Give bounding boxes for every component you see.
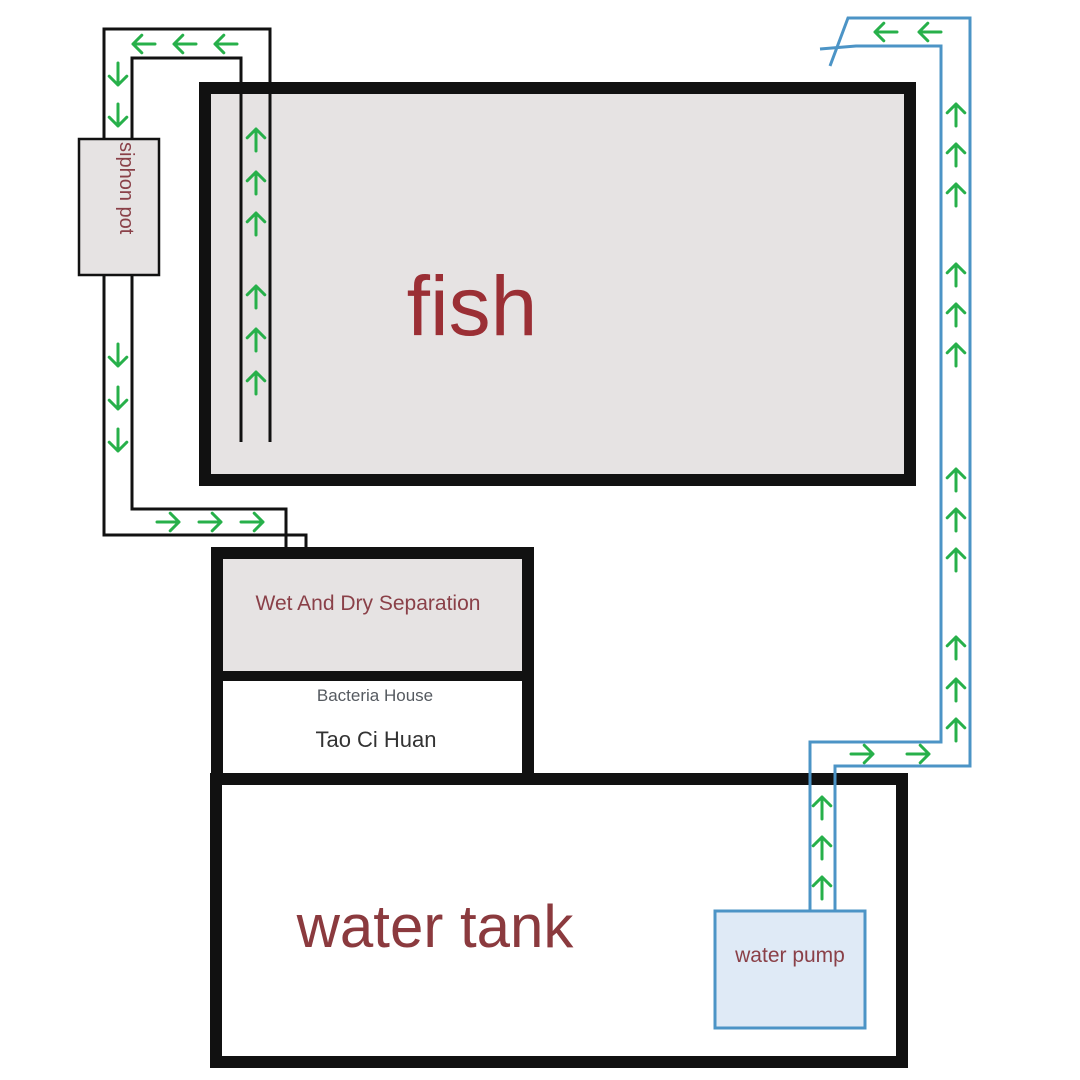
- flow-arrow-right-icon: [197, 511, 223, 533]
- flow-arrow-down-icon: [107, 385, 129, 411]
- flow-arrow-right-icon: [849, 743, 875, 765]
- flow-arrow-up-icon: [245, 327, 267, 353]
- flow-arrow-up-icon: [945, 717, 967, 743]
- flow-arrow-up-icon: [945, 547, 967, 573]
- fish-label: fish: [407, 259, 538, 353]
- flow-arrow-left-icon: [917, 21, 943, 43]
- flow-arrow-up-icon: [945, 467, 967, 493]
- flow-arrow-left-icon: [131, 33, 157, 55]
- bacteria-house-label: Bacteria House: [317, 686, 433, 705]
- siphon-pipe-inner: [130, 56, 288, 548]
- flow-arrow-up-icon: [945, 182, 967, 208]
- flow-arrow-up-icon: [811, 795, 833, 821]
- siphon-pipe-outer: [102, 27, 308, 548]
- water-pump-label: water pump: [734, 944, 845, 967]
- flow-arrow-left-icon: [172, 33, 198, 55]
- return-pipe-inner: [828, 16, 972, 910]
- flow-arrow-down-icon: [107, 102, 129, 128]
- flow-arrow-up-icon: [945, 102, 967, 128]
- siphon-pot-label: siphon pot: [115, 142, 137, 235]
- flow-arrow-up-icon: [945, 342, 967, 368]
- flow-arrow-up-icon: [945, 302, 967, 328]
- flow-arrow-up-icon: [945, 507, 967, 533]
- flow-arrow-down-icon: [107, 61, 129, 87]
- flow-arrow-down-icon: [107, 342, 129, 368]
- flow-arrow-up-icon: [945, 142, 967, 168]
- flow-arrow-up-icon: [245, 170, 267, 196]
- flow-arrow-up-icon: [945, 635, 967, 661]
- flow-arrow-down-icon: [107, 427, 129, 453]
- flow-arrow-right-icon: [239, 511, 265, 533]
- siphon-pot-box: [77, 137, 161, 277]
- flow-arrow-right-icon: [155, 511, 181, 533]
- flow-arrow-up-icon: [945, 262, 967, 288]
- filter-column-outline: [211, 547, 534, 775]
- wet-dry-separation-label: Wet And Dry Separation: [256, 592, 481, 615]
- return-pipe-outer: [808, 44, 943, 910]
- flow-arrow-up-icon: [245, 211, 267, 237]
- flow-arrow-up-icon: [245, 127, 267, 153]
- flow-arrows: [107, 21, 967, 901]
- fish-tank: [199, 82, 916, 486]
- flow-arrow-up-icon: [811, 875, 833, 901]
- flow-arrow-up-icon: [245, 284, 267, 310]
- flow-arrow-right-icon: [905, 743, 931, 765]
- flow-arrow-left-icon: [213, 33, 239, 55]
- flow-arrow-up-icon: [945, 677, 967, 703]
- flow-arrow-up-icon: [811, 835, 833, 861]
- tao-ci-huan-label: Tao Ci Huan: [315, 727, 436, 752]
- flow-arrow-left-icon: [873, 21, 899, 43]
- wet-dry-chamber: [219, 555, 526, 674]
- flow-arrow-up-icon: [245, 370, 267, 396]
- water-pump-box: [713, 909, 867, 1030]
- water-tank-label: water tank: [296, 893, 575, 960]
